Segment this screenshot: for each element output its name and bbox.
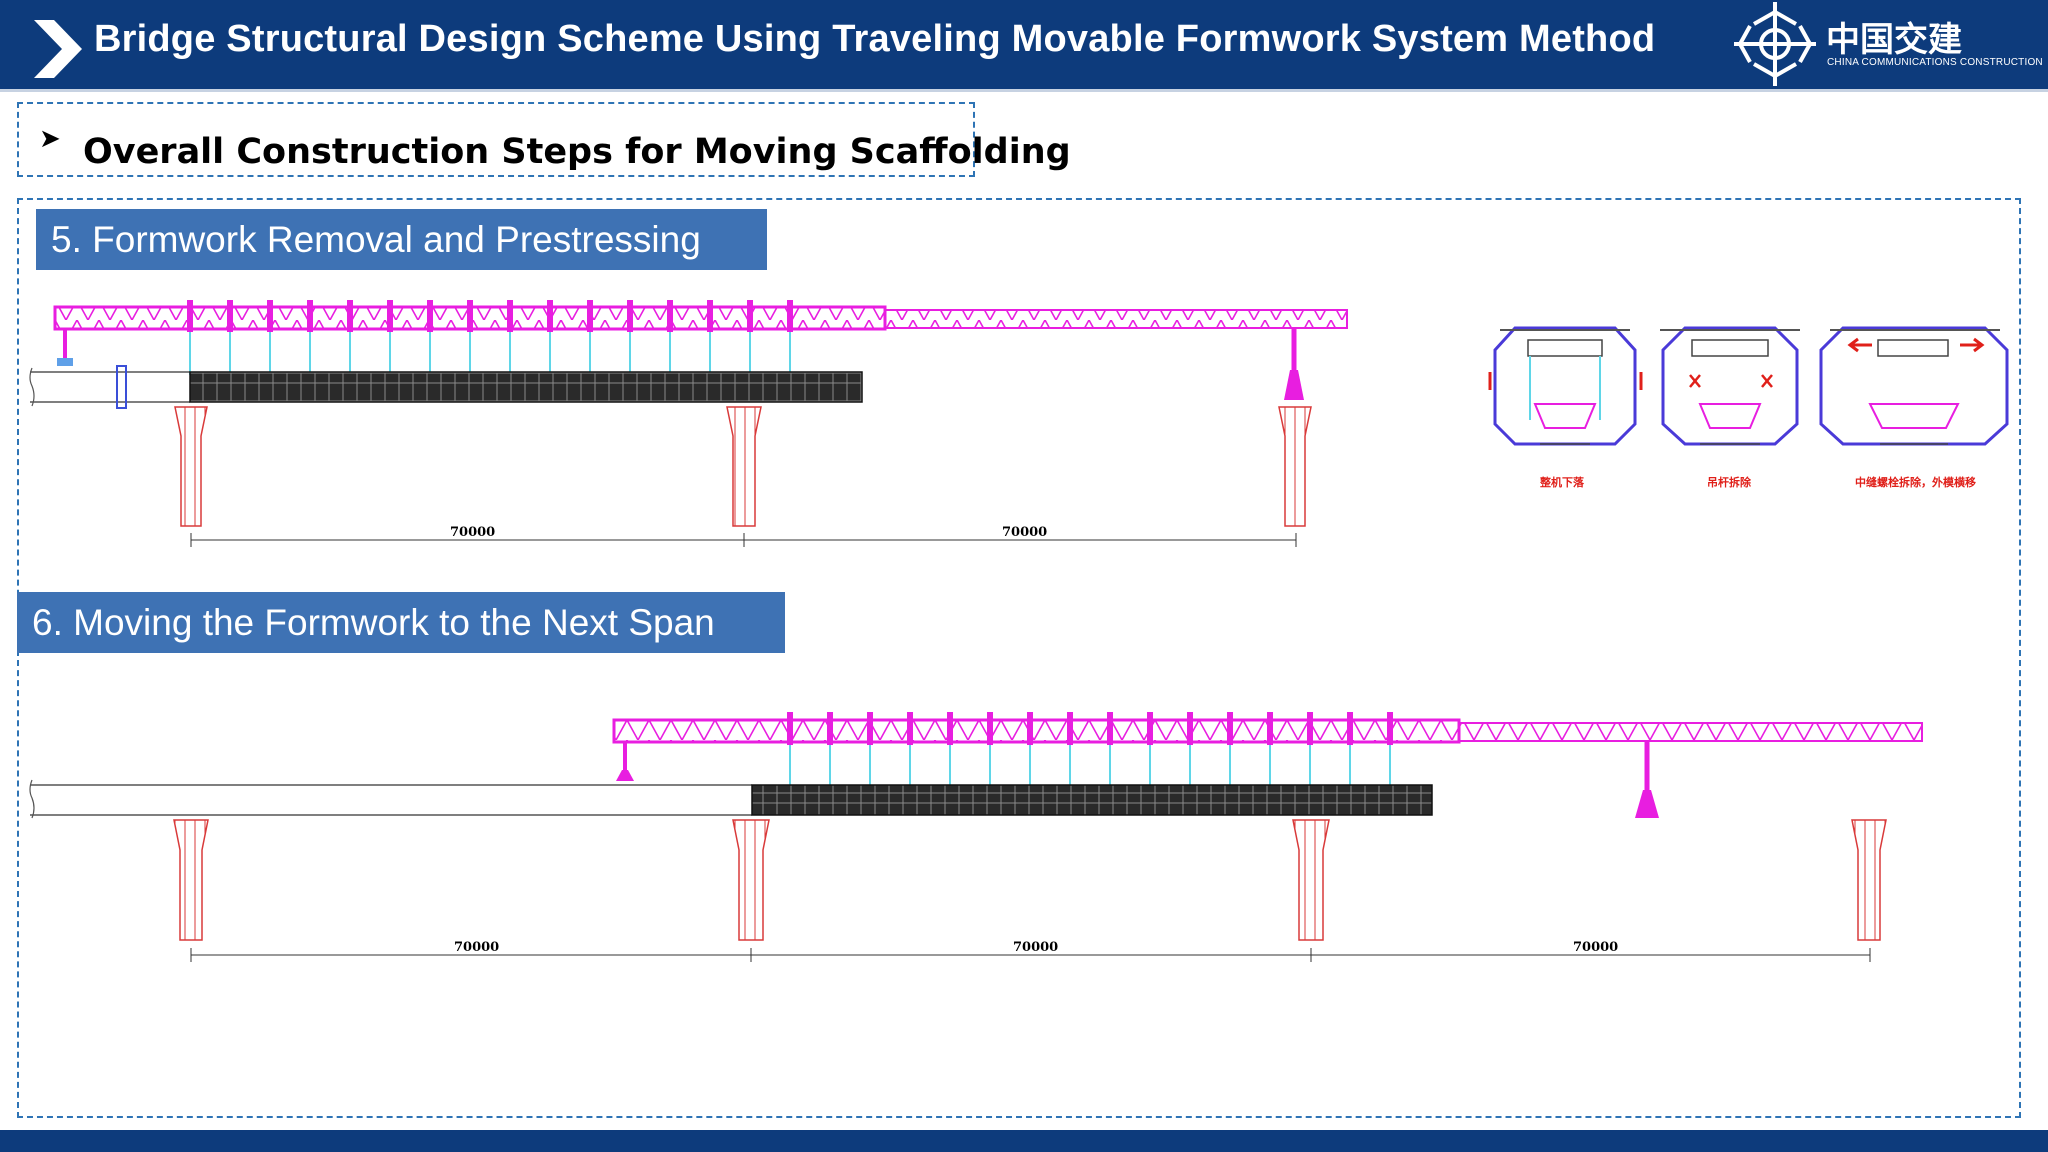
arrow-bullet-icon: ➤ xyxy=(39,124,61,154)
dimension-label: 70000 xyxy=(1013,940,1058,955)
step5-cross-sections: 整机下落 吊杆拆除 中缝螺栓拆除，外模横移 xyxy=(1488,326,2009,489)
section-caption: 中缝螺栓拆除，外模横移 xyxy=(1855,475,1976,489)
step5-elevation: 70000 70000 xyxy=(29,300,1348,547)
logo-english-text: CHINA COMMUNICATIONS CONSTRUCTION xyxy=(1827,57,2043,68)
step6-elevation: 70000 70000 70000 xyxy=(29,712,1923,962)
cross-section-1: 整机下落 xyxy=(1488,326,1643,489)
company-logo: 中国交建 CHINA COMMUNICATIONS CONSTRUCTION xyxy=(1732,0,2043,89)
section-caption: 吊杆拆除 xyxy=(1707,475,1752,489)
section-subtitle-box: ➤ Overall Construction Steps for Moving … xyxy=(17,102,1071,177)
ccc-emblem-icon xyxy=(1734,2,1816,86)
step-5-label: 5. Formwork Removal and Prestressing xyxy=(36,209,767,270)
logo-chinese-text: 中国交建 xyxy=(1826,20,1962,60)
dimension-label: 70000 xyxy=(454,940,499,955)
step-6-label: 6. Moving the Formwork to the Next Span xyxy=(17,592,785,653)
page-title: Bridge Structural Design Scheme Using Tr… xyxy=(94,18,1656,60)
content-frame xyxy=(17,198,2021,1118)
section-subtitle: Overall Construction Steps for Moving Sc… xyxy=(83,132,1071,172)
cross-section-3: 中缝螺栓拆除，外模横移 xyxy=(1819,326,2009,489)
footer-bar xyxy=(0,1130,2048,1152)
dimension-label: 70000 xyxy=(450,525,495,540)
section-caption: 整机下落 xyxy=(1539,475,1585,489)
cross-section-2: 吊杆拆除 xyxy=(1660,326,1800,489)
header-bar: Bridge Structural Design Scheme Using Tr… xyxy=(0,0,2048,92)
dimension-label: 70000 xyxy=(1573,940,1618,955)
chevron-right-icon xyxy=(34,20,82,78)
dimension-label: 70000 xyxy=(1002,525,1047,540)
